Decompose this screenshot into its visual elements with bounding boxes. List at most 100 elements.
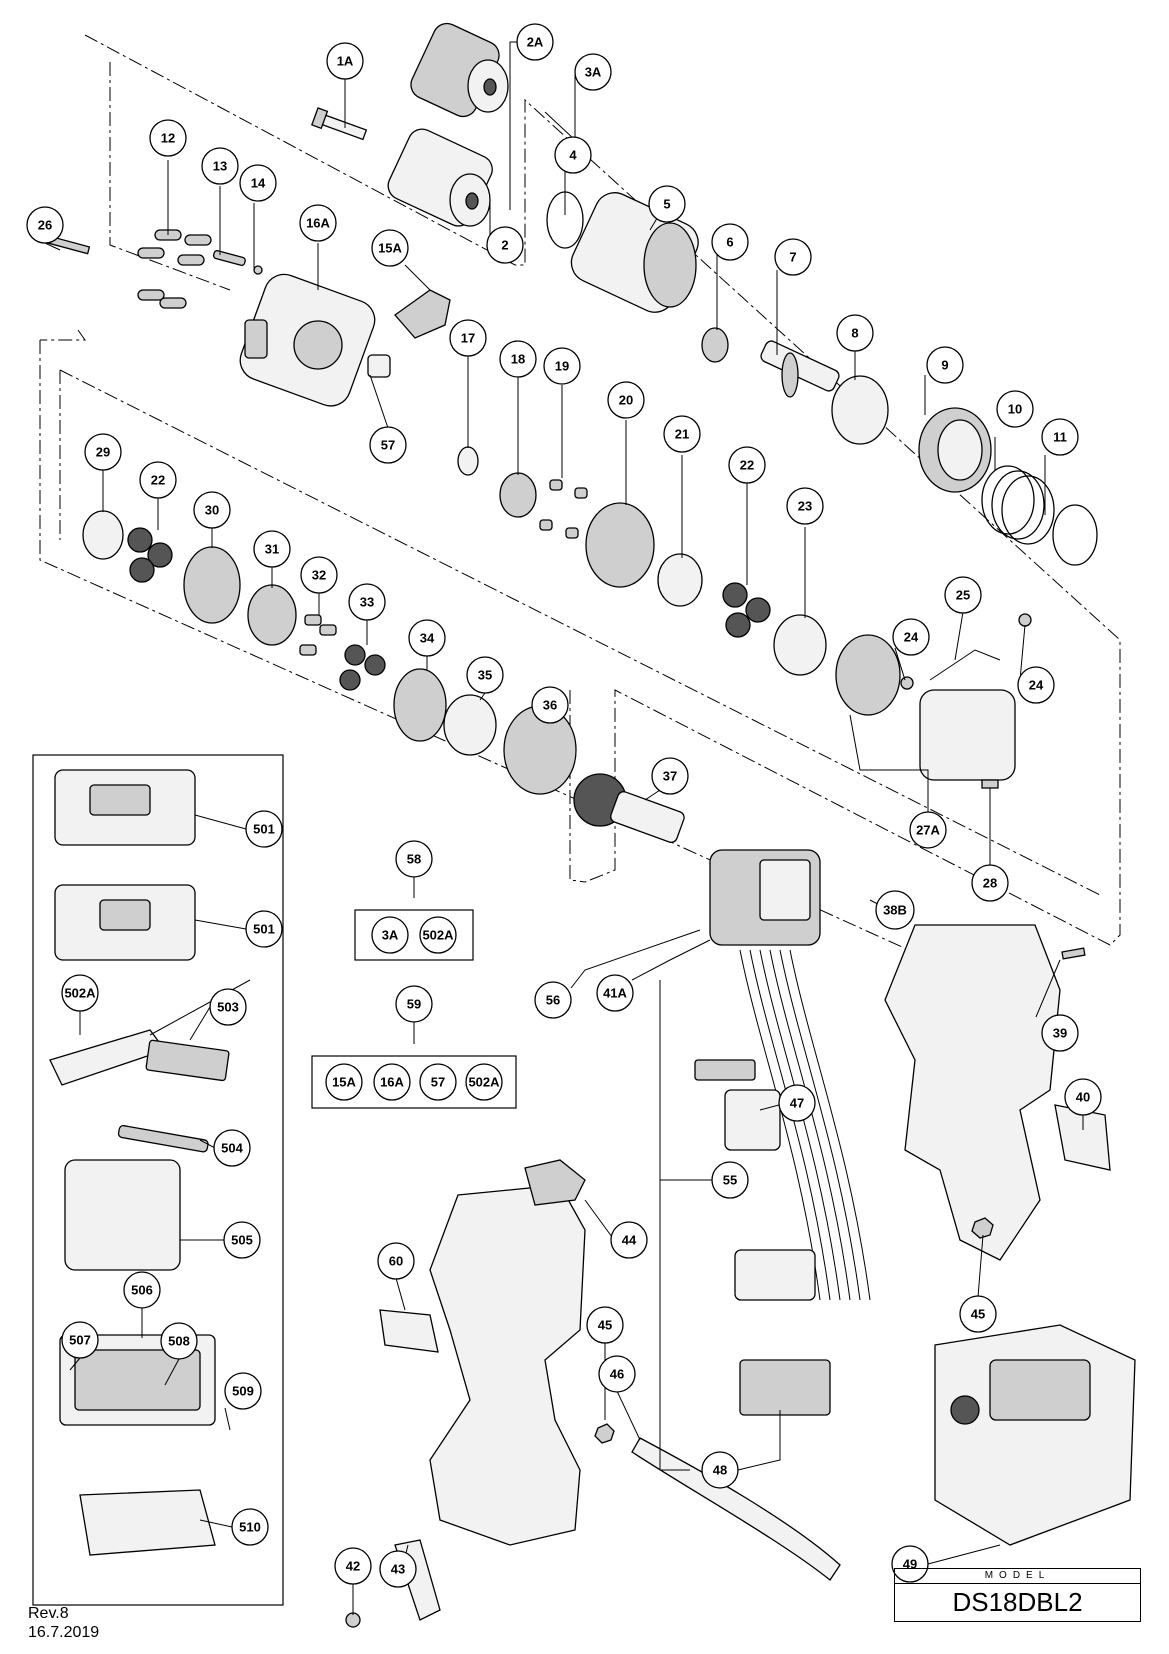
ring-gear-20-shape bbox=[585, 502, 655, 588]
label-60-shape bbox=[379, 1309, 439, 1353]
svg-text:45: 45 bbox=[971, 1307, 985, 1322]
svg-text:6: 6 bbox=[726, 235, 733, 250]
housing-38b-shape bbox=[884, 924, 1061, 1261]
callout-10: 10 bbox=[996, 390, 1034, 428]
svg-text:40: 40 bbox=[1076, 1090, 1090, 1105]
controller-55-shape bbox=[734, 1249, 816, 1301]
carrier-29-shape bbox=[82, 510, 124, 560]
callout-2: 2 bbox=[486, 226, 524, 264]
svg-text:22: 22 bbox=[151, 473, 165, 488]
svg-text:41A: 41A bbox=[603, 986, 627, 1001]
callout-27a: 27A bbox=[909, 811, 947, 849]
callout-504: 504 bbox=[213, 1129, 251, 1167]
insert-510-shape bbox=[79, 1489, 216, 1556]
terminal-48-shape bbox=[739, 1359, 831, 1416]
callout-30: 30 bbox=[193, 491, 231, 529]
clip-15a-shape bbox=[394, 289, 451, 339]
callout-45: 45 bbox=[959, 1295, 997, 1333]
callout-5: 5 bbox=[648, 185, 686, 223]
case-505-shape bbox=[64, 1159, 181, 1271]
cam-9-shape bbox=[918, 407, 992, 493]
nut-45-shape bbox=[971, 1217, 994, 1239]
washer-23-shape bbox=[773, 614, 827, 676]
callout-6: 6 bbox=[711, 223, 749, 261]
bit-504-shape bbox=[117, 1124, 209, 1153]
svg-text:3A: 3A bbox=[382, 928, 399, 943]
pin-13-shape bbox=[212, 250, 246, 266]
kit-59-member-16a: 16A bbox=[373, 1063, 411, 1101]
revision-date: 16.7.2019 bbox=[28, 1624, 100, 1641]
svg-text:20: 20 bbox=[619, 393, 633, 408]
screw-28-shape bbox=[981, 779, 999, 789]
svg-text:42: 42 bbox=[346, 1559, 360, 1574]
callout-25: 25 bbox=[944, 576, 982, 614]
svg-text:14: 14 bbox=[251, 176, 266, 191]
svg-text:15A: 15A bbox=[378, 241, 402, 256]
callout-24b: 24 bbox=[1017, 666, 1055, 704]
model-name: DS18DBL2 bbox=[952, 1587, 1083, 1617]
callout-29: 29 bbox=[84, 433, 122, 471]
callout-56: 56 bbox=[534, 981, 572, 1019]
svg-text:49: 49 bbox=[903, 1557, 917, 1572]
callout-37: 37 bbox=[651, 757, 689, 795]
svg-text:34: 34 bbox=[420, 631, 435, 646]
svg-text:57: 57 bbox=[381, 438, 395, 453]
callout-506: 506 bbox=[123, 1271, 161, 1309]
svg-text:46: 46 bbox=[610, 1367, 624, 1382]
callout-60: 60 bbox=[377, 1242, 415, 1280]
callout-23: 23 bbox=[786, 487, 824, 525]
switch-47-shape bbox=[694, 1059, 781, 1151]
svg-text:11: 11 bbox=[1053, 430, 1067, 445]
svg-text:506: 506 bbox=[131, 1283, 153, 1298]
svg-text:16A: 16A bbox=[306, 216, 330, 231]
svg-text:501: 501 bbox=[253, 822, 275, 837]
svg-text:507: 507 bbox=[69, 1333, 91, 1348]
callout-502a: 502A bbox=[61, 974, 99, 1012]
svg-text:24: 24 bbox=[904, 630, 919, 645]
svg-text:7: 7 bbox=[789, 250, 796, 265]
model-caption: MODEL bbox=[895, 1569, 1140, 1584]
washer-35-shape bbox=[443, 694, 497, 756]
callout-13: 13 bbox=[201, 147, 239, 185]
screw-39-shape bbox=[1061, 947, 1086, 960]
screw-1a-shape bbox=[311, 107, 368, 141]
callout-507: 507 bbox=[61, 1321, 99, 1359]
spring-10-shape bbox=[981, 465, 1055, 545]
callout-35: 35 bbox=[466, 656, 504, 694]
callout-8: 8 bbox=[836, 314, 874, 352]
callout-12: 12 bbox=[149, 119, 187, 157]
svg-text:57: 57 bbox=[431, 1075, 445, 1090]
callout-4: 4 bbox=[554, 136, 592, 174]
callout-33: 33 bbox=[348, 583, 386, 621]
gear-case-16a-shape bbox=[239, 273, 376, 407]
callout-9: 9 bbox=[926, 346, 964, 384]
svg-text:39: 39 bbox=[1053, 1026, 1067, 1041]
chuck-2-shape bbox=[387, 128, 493, 227]
gear-31-shape bbox=[247, 584, 297, 646]
svg-text:38B: 38B bbox=[883, 903, 907, 918]
ball-14-shape bbox=[253, 265, 263, 275]
model-box: MODEL DS18DBL2 bbox=[894, 1568, 1141, 1622]
svg-text:15A: 15A bbox=[332, 1075, 356, 1090]
callout-20: 20 bbox=[607, 381, 645, 419]
svg-text:45: 45 bbox=[598, 1318, 612, 1333]
kit-59-member-15a: 15A bbox=[325, 1063, 363, 1101]
washer-17-shape bbox=[457, 446, 479, 476]
planets-33-shape bbox=[339, 644, 386, 691]
svg-text:508: 508 bbox=[168, 1334, 190, 1349]
kit-box-58: 3A 502A bbox=[354, 909, 474, 961]
svg-text:9: 9 bbox=[941, 358, 948, 373]
callout-41a: 41A bbox=[596, 974, 634, 1012]
svg-text:55: 55 bbox=[723, 1173, 737, 1188]
svg-text:19: 19 bbox=[555, 359, 569, 374]
callout-17: 17 bbox=[449, 319, 487, 357]
svg-text:18: 18 bbox=[511, 352, 525, 367]
callout-34: 34 bbox=[408, 619, 446, 657]
callout-501a: 501 bbox=[245, 810, 283, 848]
svg-text:59: 59 bbox=[407, 997, 421, 1012]
svg-text:29: 29 bbox=[96, 445, 110, 460]
svg-text:33: 33 bbox=[360, 595, 374, 610]
planets-22b-shape bbox=[127, 527, 173, 583]
callout-503: 503 bbox=[209, 988, 247, 1026]
kit-59-member-502a: 502A bbox=[465, 1063, 503, 1101]
